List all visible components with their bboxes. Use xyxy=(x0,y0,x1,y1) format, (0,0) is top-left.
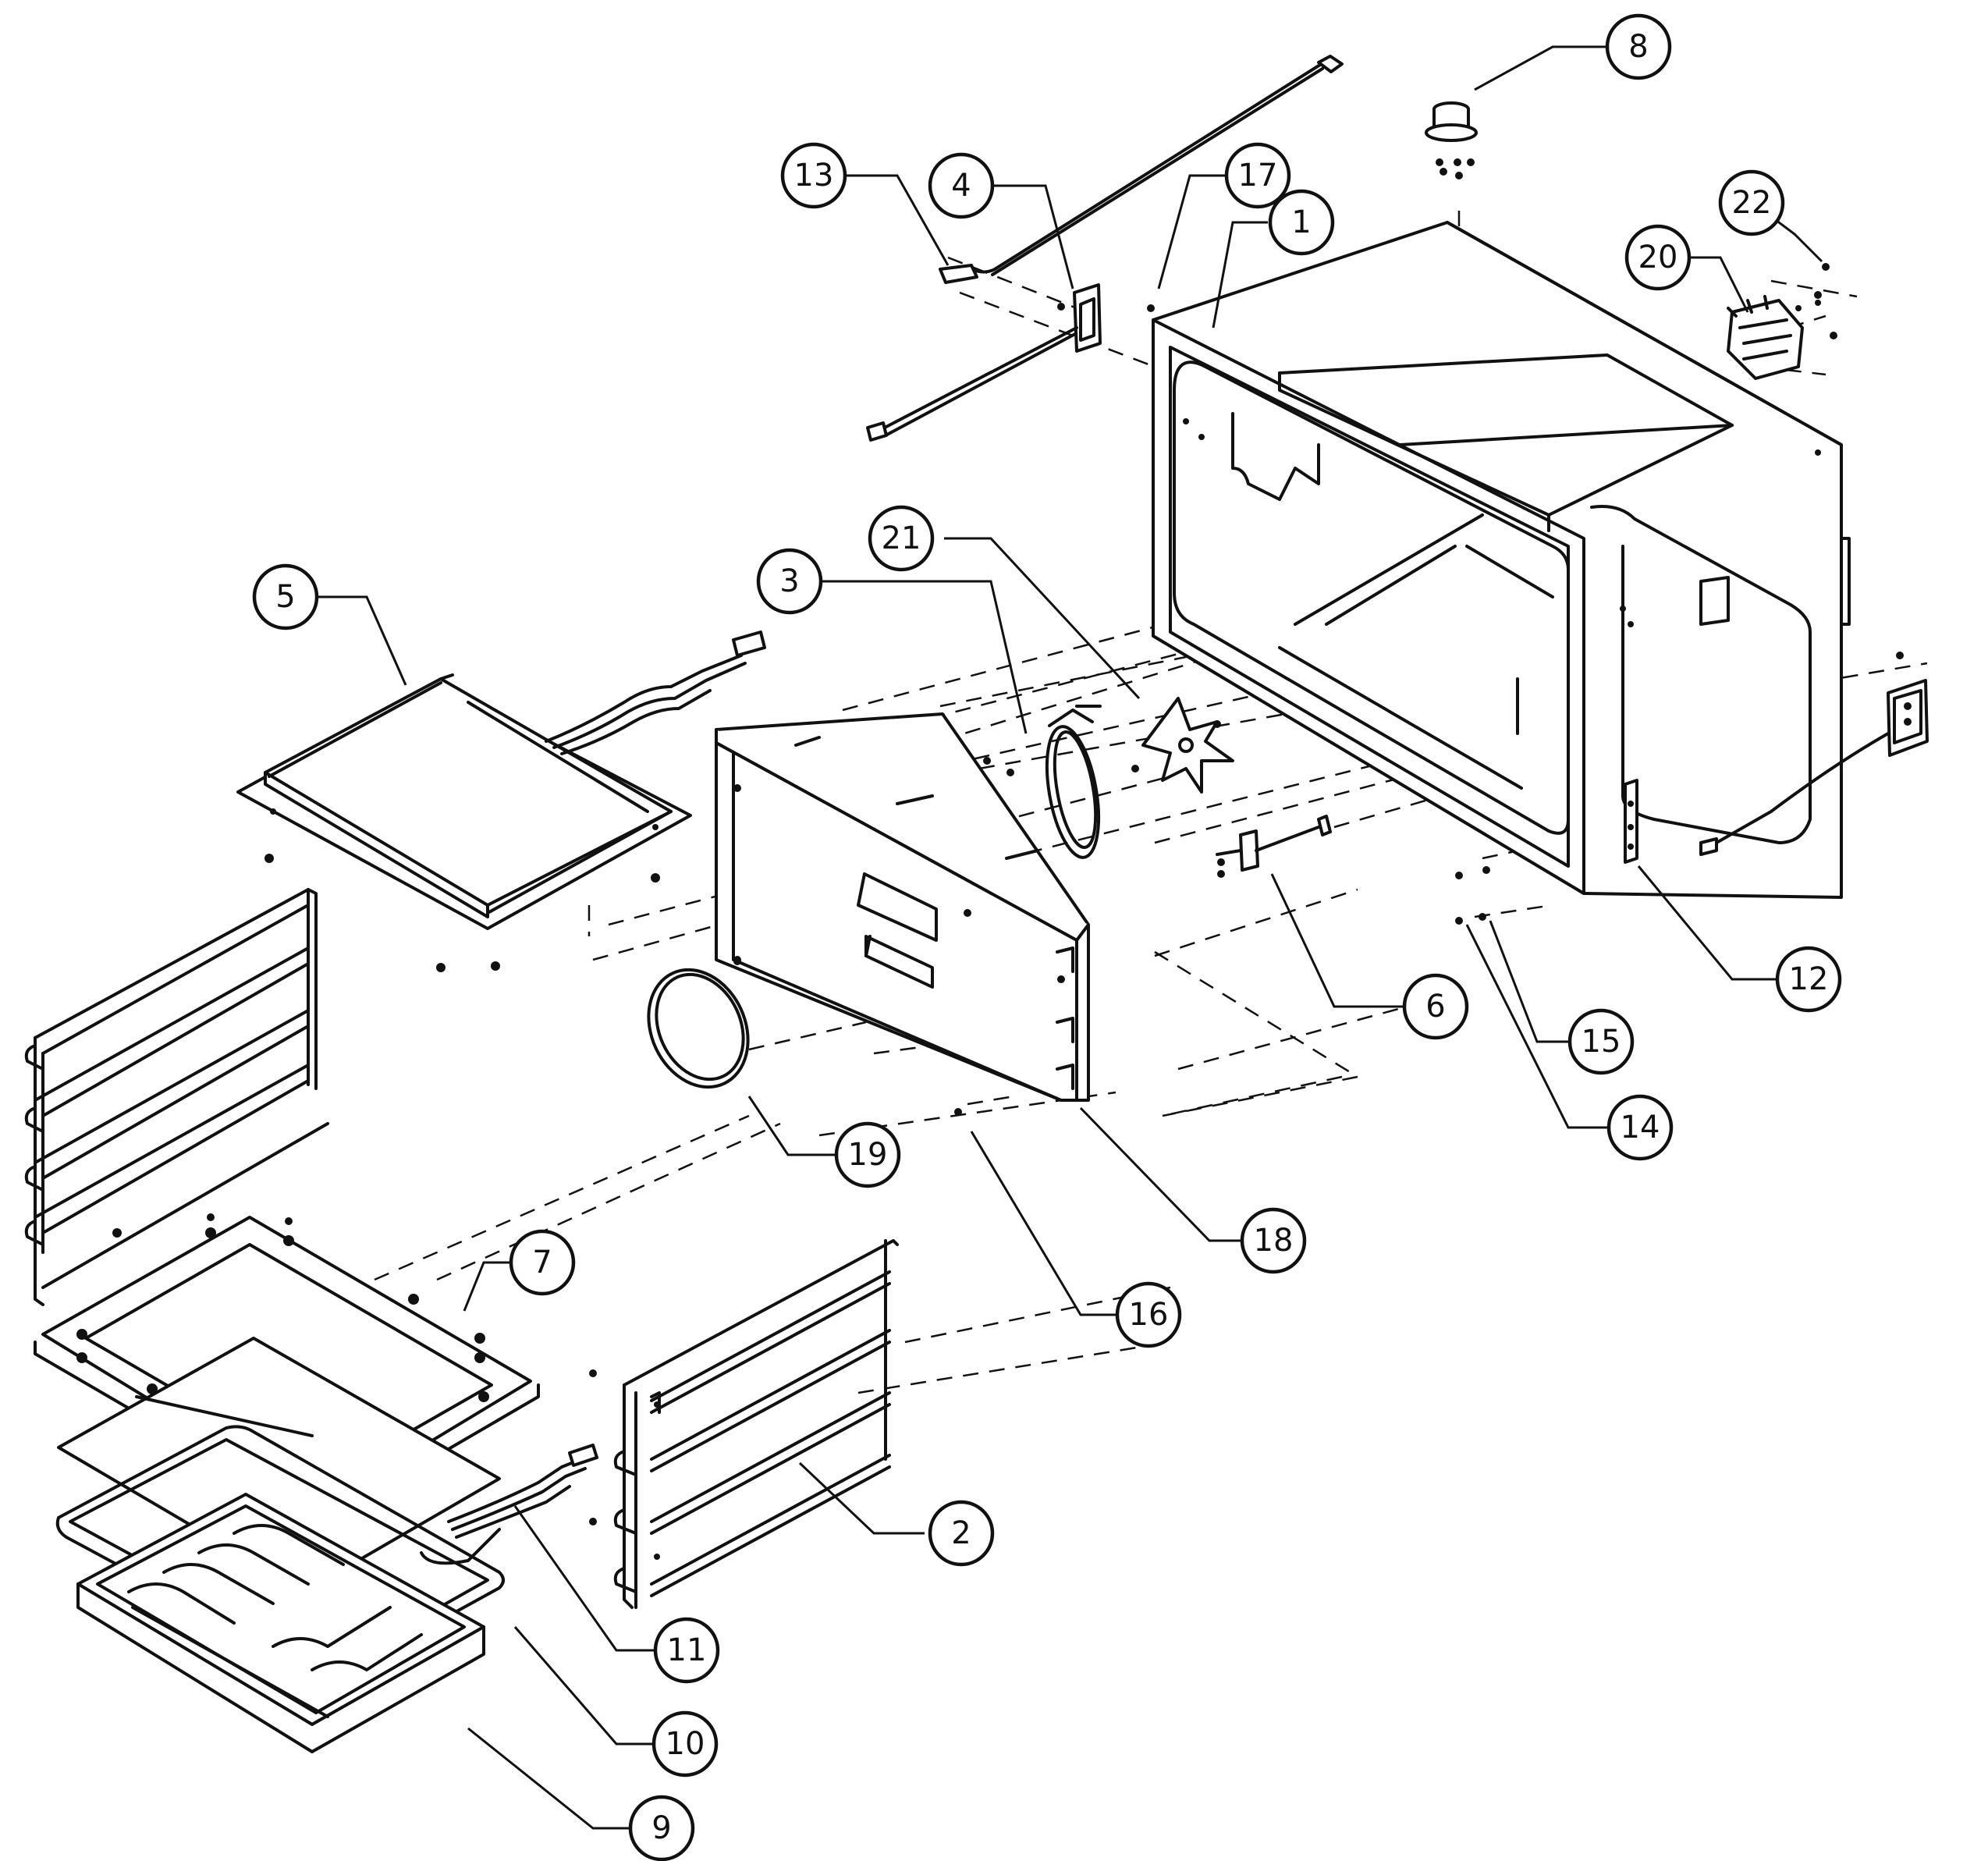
callout-9: 9 xyxy=(628,1795,695,1861)
callout-label: 2 xyxy=(951,1515,971,1551)
callout-label: 17 xyxy=(1238,158,1278,194)
sensor-and-wire xyxy=(866,55,1344,442)
small-screws xyxy=(1455,866,1490,925)
callout-13: 13 xyxy=(780,142,847,209)
callout-circle xyxy=(509,1229,576,1296)
callout-8: 8 xyxy=(1605,13,1672,80)
rear-fan-cover xyxy=(715,712,1090,1102)
callout-circle xyxy=(928,152,995,219)
bake-element xyxy=(420,1444,598,1565)
fan-screws xyxy=(1814,263,1837,339)
callout-label: 7 xyxy=(532,1245,552,1280)
callout-17: 17 xyxy=(1224,142,1291,209)
callout-label: 19 xyxy=(848,1137,888,1173)
right-rack-support xyxy=(589,1239,899,1609)
callout-18: 18 xyxy=(1240,1207,1307,1274)
callout-label: 14 xyxy=(1621,1110,1660,1145)
callout-5: 5 xyxy=(252,563,319,630)
callout-15: 15 xyxy=(1567,1008,1635,1075)
fan-blade xyxy=(1131,697,1234,794)
callout-circle xyxy=(1115,1281,1182,1348)
callout-circle xyxy=(1718,169,1785,236)
callout-14: 14 xyxy=(1606,1094,1674,1161)
callout-label: 1 xyxy=(1291,204,1311,240)
callout-label: 20 xyxy=(1638,240,1678,275)
callout-circle xyxy=(653,1617,720,1684)
callout-circle xyxy=(1402,973,1469,1040)
callout-label: 18 xyxy=(1254,1223,1294,1259)
callout-label: 8 xyxy=(1628,29,1648,65)
callout-circle xyxy=(756,548,823,615)
callout-circle xyxy=(834,1121,901,1188)
callout-20: 20 xyxy=(1624,224,1692,291)
callout-label: 12 xyxy=(1789,961,1829,997)
callout-circle xyxy=(1606,1094,1674,1161)
element-pan xyxy=(76,1493,485,1753)
callout-11: 11 xyxy=(653,1617,720,1684)
callout-2: 2 xyxy=(928,1500,995,1567)
leader-lines xyxy=(316,45,1823,1830)
callout-circle xyxy=(1624,224,1692,291)
callout-4: 4 xyxy=(928,152,995,219)
top-thermostat xyxy=(1425,101,1478,179)
meat-probe-receptacle xyxy=(1216,815,1332,878)
callout-label: 11 xyxy=(667,1632,707,1668)
hinge-plate xyxy=(1624,779,1638,864)
callout-label: 3 xyxy=(779,563,799,599)
callout-22: 22 xyxy=(1718,169,1785,236)
callout-1: 1 xyxy=(1268,189,1335,256)
callout-19: 19 xyxy=(834,1121,901,1188)
callout-7: 7 xyxy=(509,1229,576,1296)
callout-circle xyxy=(1268,189,1335,256)
callout-label: 21 xyxy=(882,520,921,556)
callout-circle xyxy=(1605,13,1672,80)
callout-label: 16 xyxy=(1129,1297,1169,1333)
callout-circle xyxy=(928,1500,995,1567)
callout-label: 22 xyxy=(1732,185,1772,221)
callout-label: 9 xyxy=(651,1810,671,1846)
callout-circle xyxy=(1224,142,1291,209)
callout-12: 12 xyxy=(1775,946,1842,1013)
callout-circle xyxy=(651,1710,719,1778)
fan-gasket xyxy=(647,957,750,1089)
right-side-switch xyxy=(1699,652,1929,856)
callout-label: 4 xyxy=(951,168,971,204)
callout-circle xyxy=(780,142,847,209)
callout-10: 10 xyxy=(651,1710,719,1778)
callout-label: 10 xyxy=(666,1726,705,1762)
callout-circle xyxy=(628,1795,695,1861)
callout-label: 13 xyxy=(794,158,834,194)
callout-label: 5 xyxy=(275,579,295,615)
screw-16 xyxy=(954,1108,962,1116)
callout-circle xyxy=(1240,1207,1307,1274)
fan-motor xyxy=(1727,295,1821,380)
oven-cavity xyxy=(1152,221,1851,899)
callout-label: 15 xyxy=(1582,1024,1621,1060)
callout-3: 3 xyxy=(756,548,823,615)
convection-ring-element xyxy=(983,705,1102,859)
callout-16: 16 xyxy=(1115,1281,1182,1348)
callout-circle xyxy=(252,563,319,630)
top-heating-element-tray xyxy=(236,630,766,972)
callout-circle xyxy=(1567,1008,1635,1075)
callout-circle xyxy=(868,505,935,572)
callout-6: 6 xyxy=(1402,973,1469,1040)
callout-21: 21 xyxy=(868,505,935,572)
left-rack-support xyxy=(24,888,329,1306)
callout-label: 6 xyxy=(1425,989,1445,1025)
callout-circle xyxy=(1775,946,1842,1013)
